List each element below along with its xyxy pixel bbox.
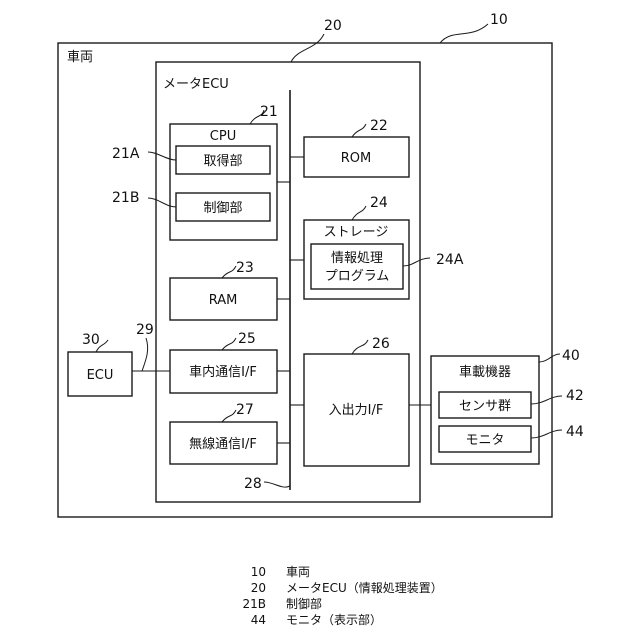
- vehicle-leader: [440, 24, 488, 43]
- ram-ref: 23: [236, 260, 254, 276]
- storage-ref: 24: [370, 195, 388, 211]
- monitor-label: モニタ: [465, 433, 504, 448]
- storage-label: ストレージ: [324, 225, 389, 240]
- bus-ref: 28: [244, 476, 262, 492]
- onboard-device-ref: 40: [562, 348, 580, 364]
- control-ref: 21B: [112, 190, 139, 206]
- in-vehicle-if-label: 車内通信I/F: [189, 364, 257, 380]
- acquisition-ref: 21A: [112, 146, 140, 162]
- ecu-label: ECU: [87, 368, 114, 383]
- program-label-line1: 情報処理: [331, 251, 383, 266]
- meter-ecu-ref: 20: [324, 18, 342, 34]
- control-label: 制御部: [203, 201, 242, 216]
- legend-text-3: モニタ（表示部）: [286, 612, 382, 627]
- sensor-group-label: センサ群: [459, 399, 511, 414]
- ram-label: RAM: [209, 293, 238, 308]
- in-vehicle-if-ref: 25: [238, 331, 256, 347]
- program-label-line2: プログラム: [325, 269, 390, 284]
- monitor-ref: 44: [566, 424, 584, 440]
- cpu-ref: 21: [260, 104, 278, 120]
- legend-num-0: 10: [251, 565, 266, 579]
- legend: 10 車両 20 メータECU（情報処理装置） 21B 制御部 44 モニタ（表…: [242, 565, 442, 627]
- legend-num-1: 20: [251, 581, 266, 595]
- io-if-label: 入出力I/F: [329, 403, 384, 418]
- ecu-ref: 30: [82, 332, 100, 348]
- legend-text-2: 制御部: [286, 596, 322, 611]
- rom-label: ROM: [341, 151, 371, 166]
- legend-text-0: 車両: [286, 565, 310, 579]
- meter-ecu-label: メータECU: [163, 77, 229, 92]
- sensor-group-ref: 42: [566, 388, 584, 404]
- rom-ref: 22: [370, 118, 388, 134]
- io-if-ref: 26: [372, 336, 390, 352]
- wireless-if-label: 無線通信I/F: [189, 436, 257, 452]
- vehicle-ref: 10: [490, 12, 508, 28]
- legend-num-2: 21B: [242, 597, 266, 611]
- wireless-if-ref: 27: [236, 402, 254, 418]
- legend-num-3: 44: [251, 613, 266, 627]
- program-ref: 24A: [436, 252, 464, 268]
- legend-text-1: メータECU（情報処理装置）: [286, 581, 443, 595]
- cpu-label: CPU: [210, 129, 236, 144]
- line-29-ref: 29: [136, 322, 154, 338]
- acquisition-label: 取得部: [203, 153, 242, 169]
- vehicle-label: 車両: [67, 50, 93, 65]
- onboard-device-label: 車載機器: [459, 365, 511, 380]
